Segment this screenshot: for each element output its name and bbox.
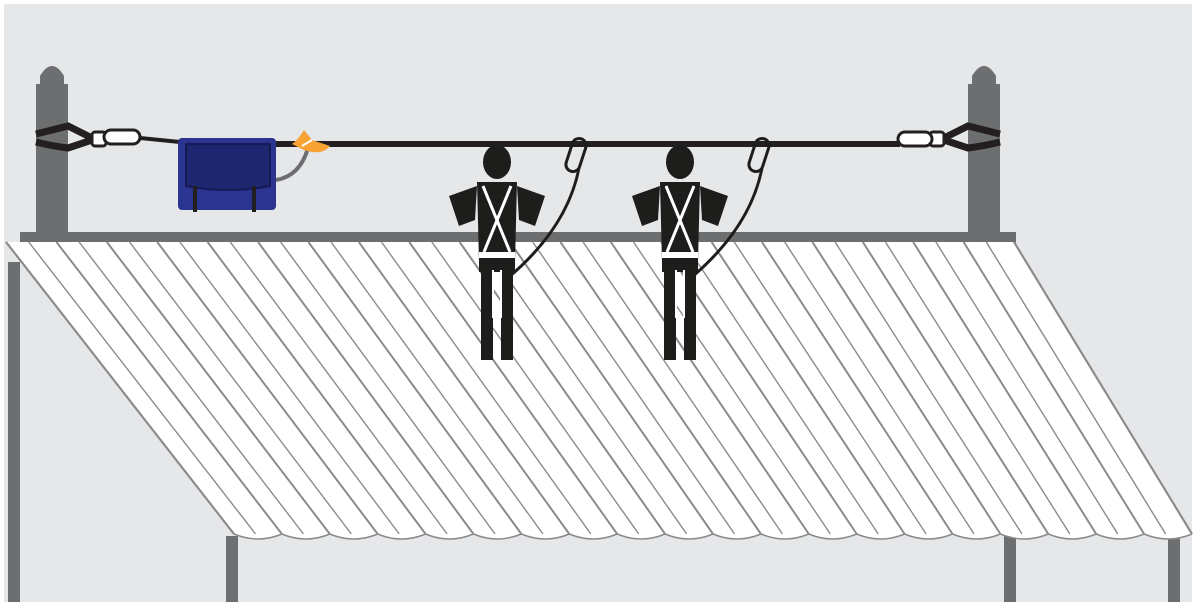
- worker-with-harness-icon: [449, 136, 588, 360]
- ridge-beam: [20, 232, 1016, 244]
- tensioner-icon: [292, 130, 330, 153]
- worker-with-harness-icon: [632, 136, 771, 360]
- support-leg-left: [8, 262, 20, 602]
- equipment-bag-icon: [178, 138, 310, 212]
- roof-supports: [8, 262, 1180, 602]
- workers-group: [449, 136, 771, 360]
- carabiner-icon: [564, 136, 588, 174]
- corrugated-roof-icon: [5, 241, 1193, 540]
- anchor-post-right-icon: [968, 66, 1000, 242]
- carabiner-icon: [747, 136, 771, 174]
- carabiner-icon: [90, 128, 946, 148]
- support-leg-mid: [226, 536, 238, 602]
- anchor-post-left-icon: [36, 66, 68, 242]
- support-leg-far-right: [1168, 536, 1180, 602]
- support-leg-right: [1004, 536, 1016, 602]
